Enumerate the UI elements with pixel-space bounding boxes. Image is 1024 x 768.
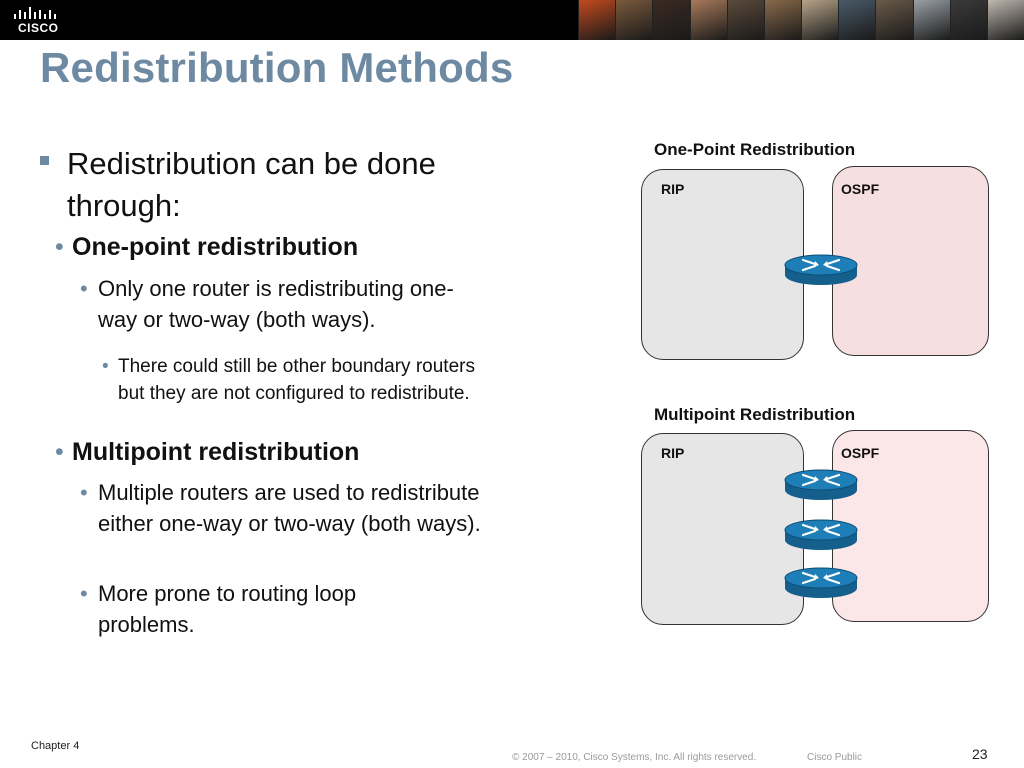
bullet-main: Redistribution can be done through: bbox=[40, 143, 520, 227]
diagram-one-rip-zone bbox=[641, 169, 804, 360]
footer-copyright: © 2007 – 2010, Cisco Systems, Inc. All r… bbox=[512, 752, 757, 763]
page-number: 23 bbox=[972, 746, 988, 762]
bullet-multipoint: • Multipoint redistribution bbox=[55, 437, 360, 467]
diagram-one-title: One-Point Redistribution bbox=[654, 140, 856, 159]
diagram-multi-title: Multipoint Redistribution bbox=[654, 405, 856, 424]
dot-bullet-icon: • bbox=[80, 480, 88, 505]
router-icon bbox=[783, 566, 859, 602]
header-photo bbox=[689, 0, 727, 40]
header-photo bbox=[763, 0, 802, 40]
dot-bullet-icon: • bbox=[80, 276, 88, 301]
bullet-multipoint-detail1: • Multiple routers are used to redistrib… bbox=[80, 477, 498, 539]
footer-classification: Cisco Public bbox=[807, 752, 863, 763]
header-photo bbox=[615, 0, 653, 40]
header-photo bbox=[875, 0, 913, 40]
router-icon bbox=[783, 518, 859, 554]
header-photo bbox=[986, 0, 1024, 40]
router-icon bbox=[783, 468, 859, 504]
bullet-one-point-detail: • Only one router is redistributing one-… bbox=[80, 273, 488, 335]
header-bar: CISCO bbox=[0, 0, 1024, 40]
diagram-one-ospf-zone bbox=[832, 166, 989, 356]
footer-chapter: Chapter 4 bbox=[31, 740, 80, 752]
header-photo bbox=[652, 0, 690, 40]
header-photo bbox=[912, 0, 950, 40]
router-icon bbox=[783, 253, 859, 289]
dot-bullet-icon: • bbox=[55, 438, 64, 466]
bullet-one-point: • One-point redistribution bbox=[55, 232, 359, 262]
header-photo-strip bbox=[578, 0, 1024, 40]
multipoint-heading: Multipoint redistribution bbox=[72, 438, 360, 466]
square-bullet-icon bbox=[40, 156, 49, 165]
header-photo bbox=[578, 0, 616, 40]
dot-bullet-icon: • bbox=[80, 581, 88, 606]
multipoint-detail2-text: More prone to routing loop problems. bbox=[98, 581, 357, 637]
multipoint-detail1-text: Multiple routers are used to redistribut… bbox=[98, 480, 481, 536]
dot-bullet-icon: • bbox=[55, 233, 64, 261]
cisco-logo-text: CISCO bbox=[18, 21, 59, 35]
diagram-multi-rip-zone bbox=[641, 433, 804, 625]
diagram-one-rip-label: RIP bbox=[661, 181, 685, 197]
dot-bullet-icon: • bbox=[102, 356, 109, 377]
bullet-main-text: Redistribution can be done through: bbox=[67, 146, 436, 223]
header-photo bbox=[801, 0, 839, 40]
cisco-bridge-icon bbox=[14, 7, 56, 19]
header-photo bbox=[726, 0, 764, 40]
header-photo bbox=[949, 0, 987, 40]
one-point-subdetail-text: There could still be other boundary rout… bbox=[118, 356, 475, 404]
one-point-detail-text: Only one router is redistributing one-wa… bbox=[98, 276, 454, 332]
diagram-multi-ospf-zone bbox=[832, 430, 989, 622]
diagram-multi-ospf-label: OSPF bbox=[841, 445, 880, 461]
bullet-one-point-subdetail: • There could still be other boundary ro… bbox=[102, 353, 488, 407]
slide-title: Redistribution Methods bbox=[40, 44, 514, 91]
diagram-multi-rip-label: RIP bbox=[661, 445, 685, 461]
diagram-one-ospf-label: OSPF bbox=[841, 181, 880, 197]
bullet-multipoint-detail2: • More prone to routing loop problems. bbox=[80, 578, 438, 640]
one-point-heading: One-point redistribution bbox=[72, 233, 359, 261]
header-photo bbox=[838, 0, 876, 40]
cisco-logo: CISCO bbox=[10, 6, 70, 36]
